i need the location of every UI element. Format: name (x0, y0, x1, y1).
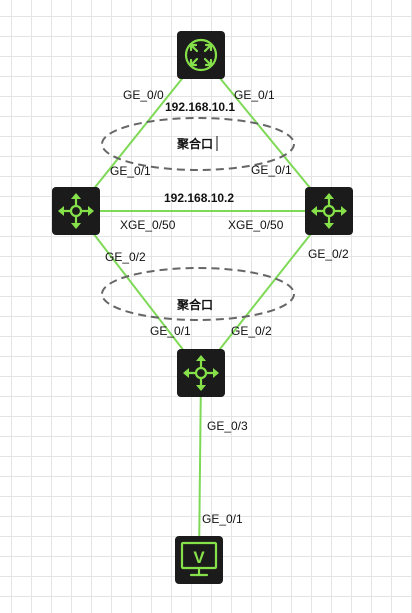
label-aggregation-top: 聚合口 (176, 136, 213, 151)
label-left-ge01: GE_0/1 (110, 164, 151, 178)
right-switch-device[interactable] (305, 187, 353, 235)
label-bottom-ge01: GE_0/1 (150, 324, 191, 338)
router-device[interactable] (177, 31, 225, 79)
link-router-right-switch (200, 54, 330, 212)
label-switch-ip: 192.168.10.2 (164, 191, 234, 205)
router-icon (184, 38, 218, 72)
label-router-ge00: GE_0/0 (123, 88, 164, 102)
label-aggregation-bottom: 聚合口 (176, 297, 213, 312)
aggregation-ellipse-bottom (101, 267, 295, 321)
router-body (177, 31, 225, 79)
monitor-icon: V (180, 541, 218, 577)
label-right-ge01: GE_0/1 (251, 163, 292, 177)
links (75, 54, 330, 561)
l3-switch-icon (311, 193, 347, 229)
bottom-switch-body (177, 349, 225, 397)
label-router-ip: 192.168.10.1 (165, 100, 235, 114)
label-right-xge050: XGE_0/50 (228, 218, 284, 232)
link-router-left-switch (75, 54, 202, 212)
right-switch-body (305, 187, 353, 235)
left-switch-body (52, 187, 100, 235)
link-right-bottom-switch (200, 210, 330, 374)
monitor-glyph: V (193, 548, 205, 567)
aggregation-ellipse-top (101, 117, 295, 171)
bottom-switch-device[interactable] (177, 349, 225, 397)
label-bottom-ge03: GE_0/3 (207, 419, 248, 433)
label-bottom-ge02: GE_0/2 (231, 324, 272, 338)
host-body (175, 536, 223, 584)
host-device[interactable]: V (175, 536, 223, 584)
l3-switch-icon (58, 193, 94, 229)
left-switch-device[interactable] (52, 187, 100, 235)
label-router-ge01: GE_0/1 (234, 88, 275, 102)
label-host-ge01: GE_0/1 (202, 512, 243, 526)
l3-switch-icon (183, 355, 219, 391)
link-left-bottom-switch (75, 210, 202, 374)
label-left-xge050: XGE_0/50 (120, 218, 176, 232)
label-left-ge02: GE_0/2 (105, 250, 146, 264)
link-bottom-switch-host (198, 372, 202, 561)
label-right-ge02: GE_0/2 (308, 247, 349, 261)
